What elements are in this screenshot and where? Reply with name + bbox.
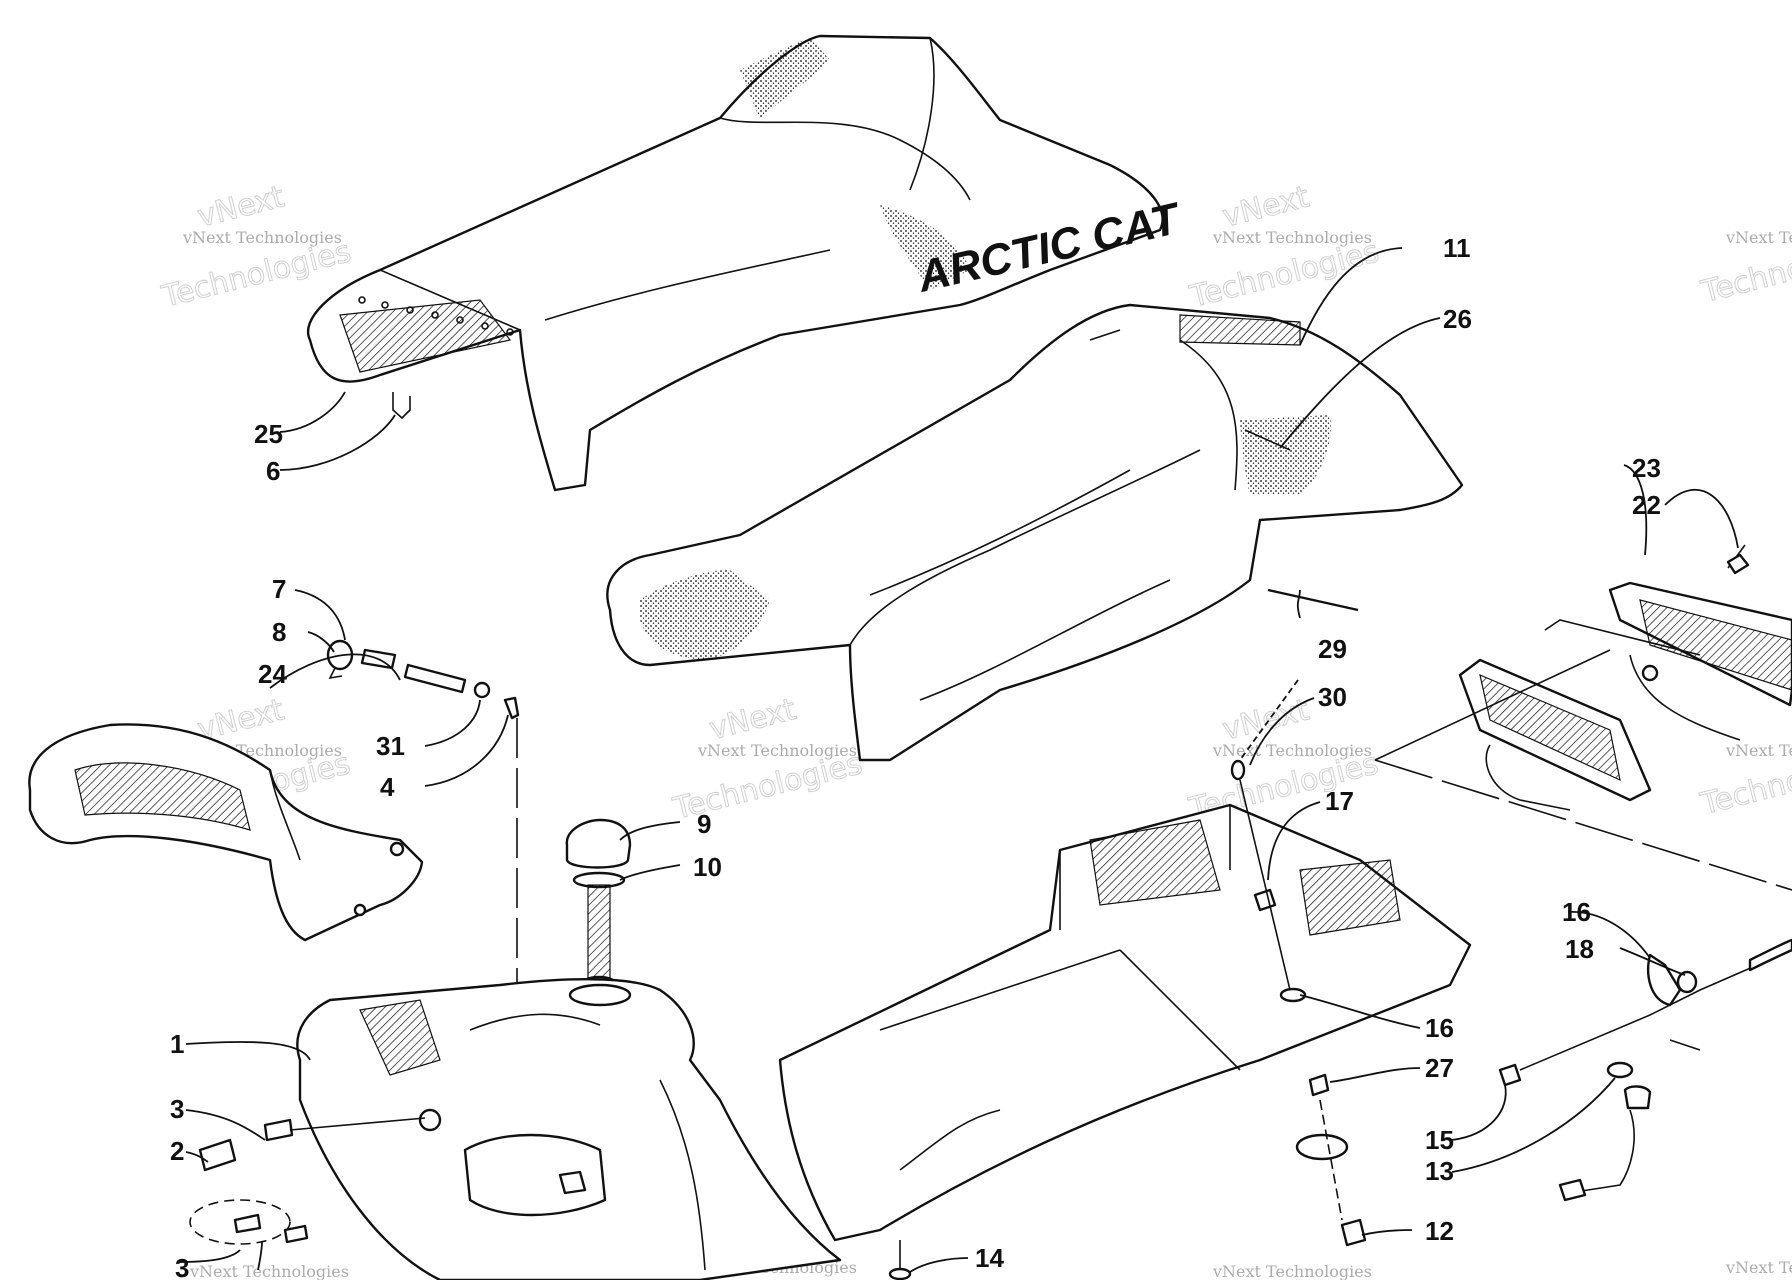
- watermark: vNext Technologies: [1212, 1262, 1372, 1280]
- callout-18: 18: [1565, 934, 1594, 964]
- callout-23: 23: [1632, 453, 1661, 483]
- rod-part: [1267, 588, 1359, 612]
- callout-2: 2: [170, 1136, 184, 1166]
- watermark: vNext Technologies: [189, 1262, 349, 1280]
- callout-14: 14: [975, 1243, 1004, 1273]
- callout-30: 30: [1318, 682, 1347, 712]
- watermark: vNext vNext Technologies Technologies: [1186, 179, 1383, 316]
- callout-24: 24: [258, 659, 287, 689]
- callout-13: 13: [1425, 1156, 1454, 1186]
- callout-26: 26: [1443, 304, 1472, 334]
- callout-17: 17: [1325, 786, 1354, 816]
- seat-foam: [606, 303, 1464, 762]
- rear-trim: [28, 723, 424, 942]
- callout-25: 25: [254, 419, 283, 449]
- watermark: vNext Technologies Technologies: [1696, 741, 1792, 823]
- callout-16: 16: [1562, 897, 1591, 927]
- svg-text:vNext Technologies: vNext Technologies: [1725, 1258, 1792, 1277]
- svg-text:vNext Technologies: vNext Technologies: [697, 741, 857, 760]
- watermark: vNext Technologies: [1725, 1258, 1792, 1277]
- svg-text:vNext: vNext: [194, 179, 288, 234]
- callout-11: 11: [1443, 233, 1471, 263]
- svg-text:vNext Technologies: vNext Technologies: [1212, 741, 1372, 760]
- clip-part: [392, 392, 411, 420]
- callout-27: 27: [1425, 1053, 1454, 1083]
- bumper-fasteners: [1295, 1073, 1367, 1247]
- callout-31: 31: [376, 731, 405, 761]
- fuel-tank: [296, 978, 842, 1280]
- callout-10: 10: [693, 852, 722, 882]
- svg-text:vNext Technologies: vNext Technologies: [1212, 228, 1372, 247]
- callout-16: 16: [1425, 1013, 1454, 1043]
- callout-4: 4: [380, 772, 395, 802]
- chassis-tunnel: [778, 803, 1472, 1242]
- taillight-assembly: [1374, 544, 1792, 891]
- svg-text:vNext: vNext: [1219, 692, 1313, 747]
- callout-6: 6: [266, 456, 280, 486]
- leader-lines: [177, 247, 1739, 1273]
- callout-9: 9: [697, 809, 711, 839]
- callout-29: 29: [1318, 634, 1347, 664]
- svg-text:vNext Technologies: vNext Technologies: [1212, 1262, 1372, 1280]
- callouts: 1 2 3 3 4 6 7 8 9 10 11 12 13 14 15 16 1…: [170, 233, 1661, 1280]
- watermark: vNext Technologies Technologies: [1697, 228, 1792, 311]
- callout-22: 22: [1632, 490, 1661, 520]
- svg-text:vNext Technologies: vNext Technologies: [189, 1262, 349, 1280]
- grommet-part: [888, 1240, 912, 1280]
- svg-text:vNext: vNext: [1219, 179, 1313, 234]
- svg-text:vNext: vNext: [706, 692, 800, 747]
- stitch-holes: [358, 296, 514, 336]
- callout-8: 8: [272, 617, 286, 647]
- svg-text:vNext Technologies: vNext Technologies: [1725, 741, 1792, 760]
- callout-15: 15: [1425, 1125, 1454, 1155]
- gas-cap-assembly: [565, 818, 632, 995]
- chassis-fasteners: [1230, 759, 1307, 1003]
- callout-7: 7: [272, 574, 286, 604]
- light-bracket-assembly: [1498, 938, 1792, 1202]
- svg-text:vNext Technologies: vNext Technologies: [1725, 228, 1792, 247]
- callout-3: 3: [170, 1094, 184, 1124]
- callout-12: 12: [1425, 1216, 1454, 1246]
- watermark: vNext vNext Technologies Technologies: [669, 691, 866, 827]
- callout-1: 1: [170, 1029, 184, 1059]
- fuel-fittings: [189, 1117, 426, 1245]
- watermark: vNext vNext Technologies Technologies: [158, 179, 355, 316]
- callout-3: 3: [175, 1253, 189, 1280]
- svg-text:vNext Technologies: vNext Technologies: [182, 228, 342, 247]
